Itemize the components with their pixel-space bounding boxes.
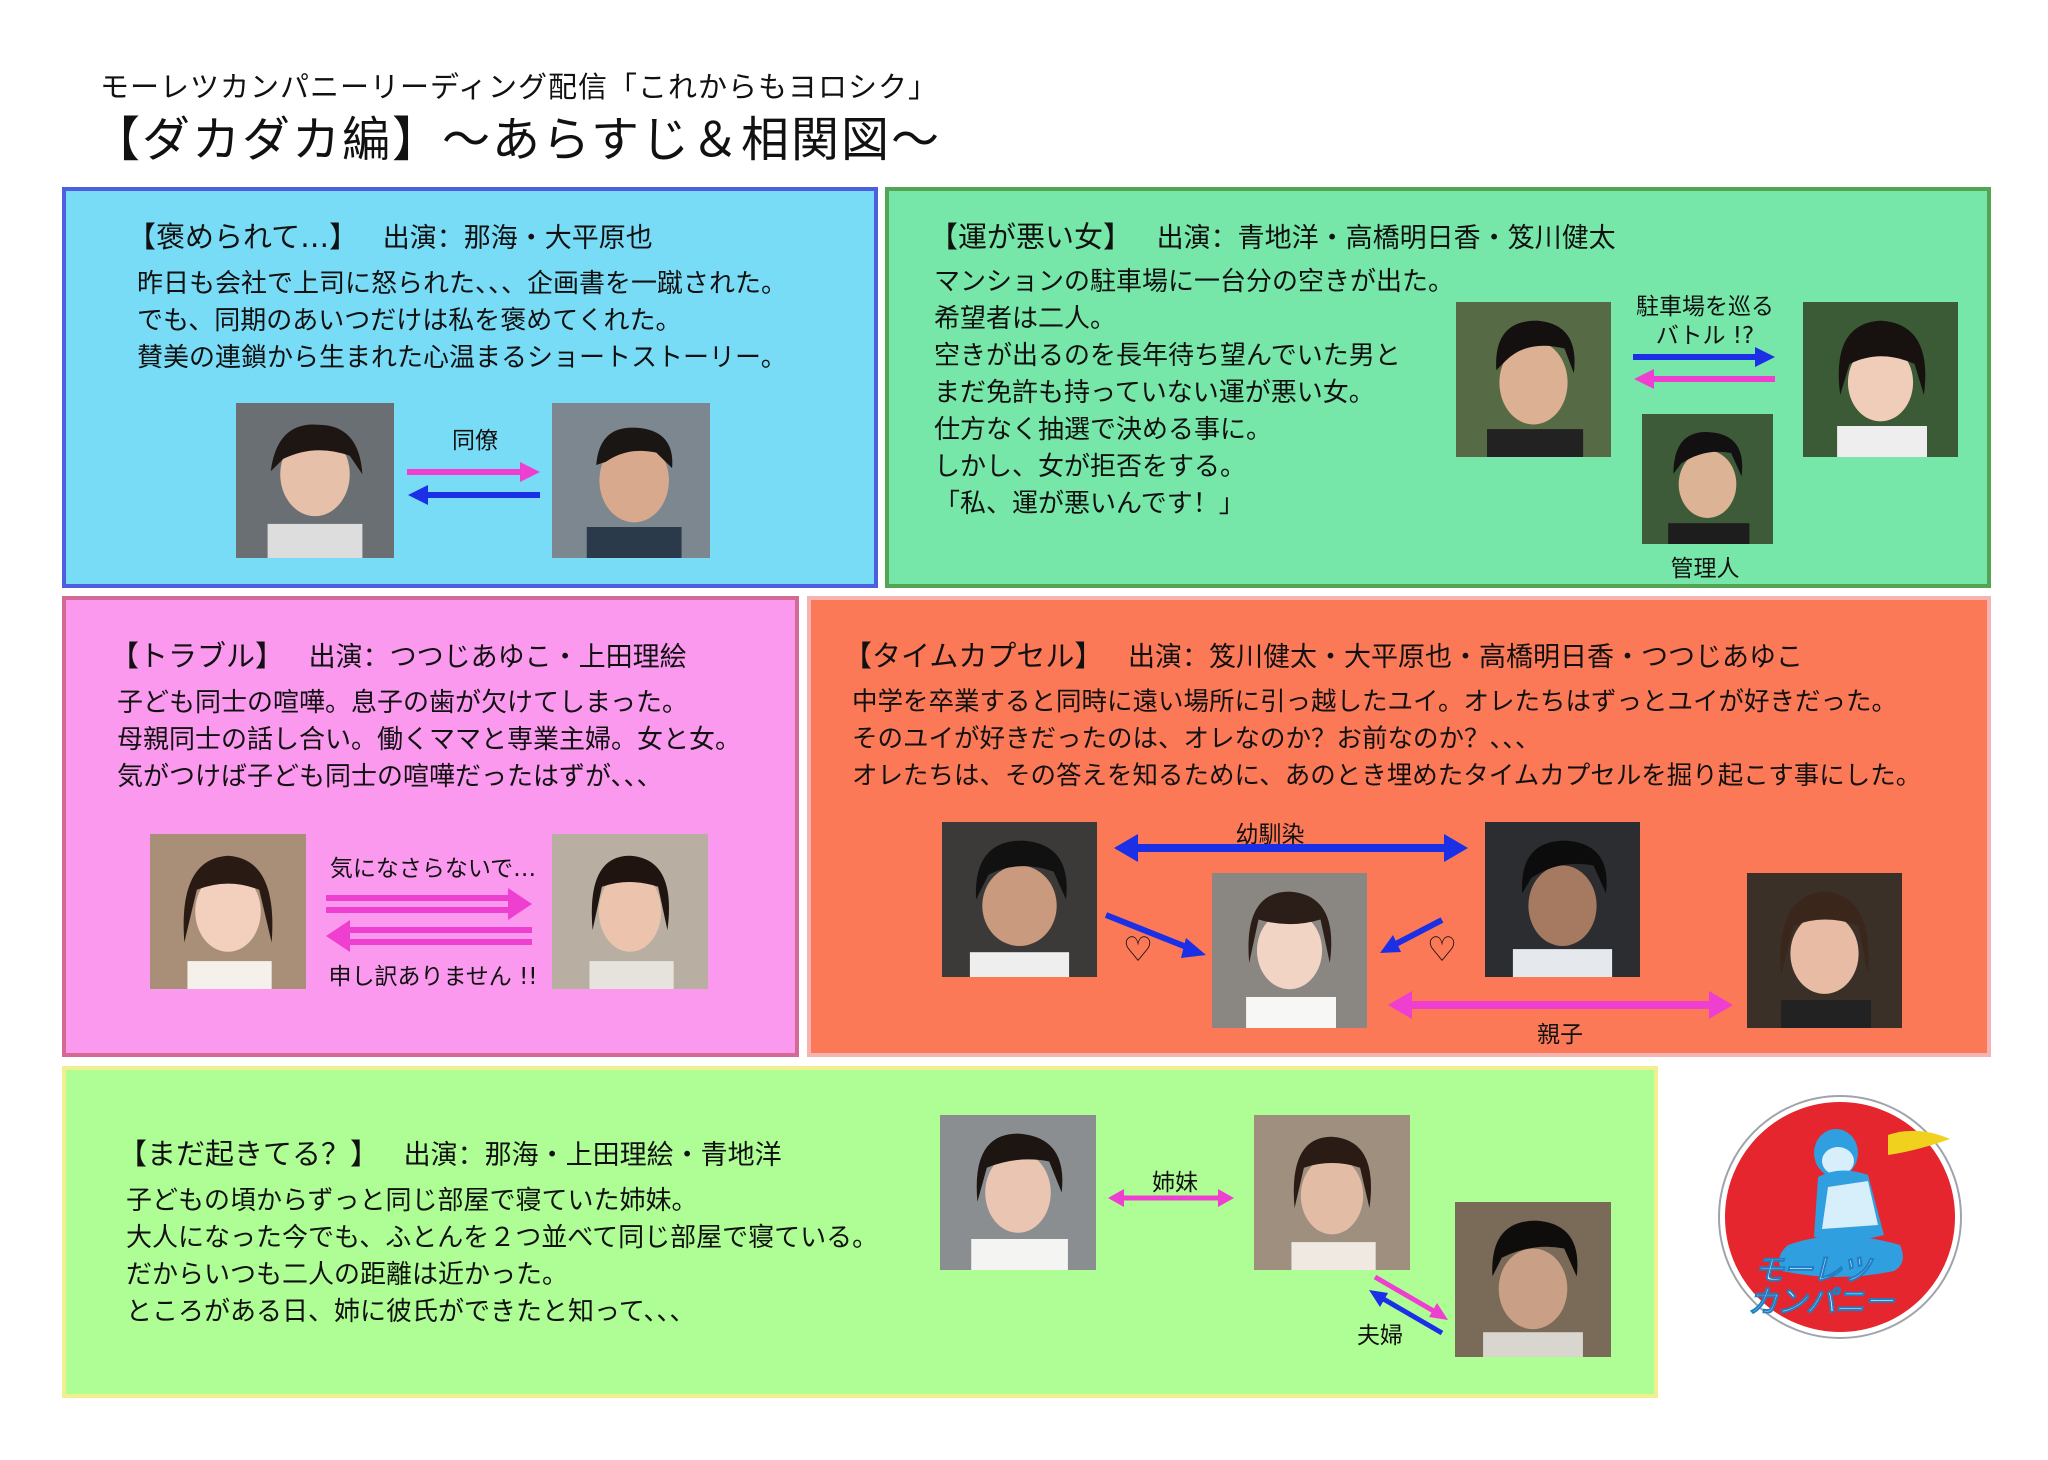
story-cast: 出演：笈川健太・大平原也・高橋明日香・つつじあゆこ <box>1128 642 1804 673</box>
logo-text: カンパニー <box>1748 1285 1895 1321</box>
synopsis-line: 大人になった今でも、ふとんを２つ並べて同じ部屋で寝ている。 <box>126 1223 879 1253</box>
synopsis-line: だからいつも二人の距離は近かった。 <box>126 1260 569 1290</box>
story-header: 【運が悪い女】 出演：青地洋・高橋明日香・笈川健太 <box>929 214 1616 256</box>
synopsis-line: 昨日も会社で上司に怒られた、、、企画書を一蹴された。 <box>137 269 788 299</box>
logo-text: モーレツ <box>1754 1253 1872 1289</box>
story-synopsis: 子ども同士の喧嘩。息子の歯が欠けてしまった。 母親同士の話し合い。働くママと専業… <box>117 685 741 796</box>
cast-photo <box>1747 873 1902 1028</box>
cast-photo <box>1212 873 1367 1028</box>
synopsis-line: そのユイが好きだったのは、オレなのか？お前なのか？、、、 <box>852 724 1541 754</box>
relation-label: 幼馴染 <box>1235 822 1305 848</box>
cast-photo <box>236 403 394 558</box>
heart-icon: ♡ <box>1122 930 1154 970</box>
relation-label: 姉妹 <box>1152 1170 1198 1196</box>
relation-label: 同僚 <box>452 428 498 454</box>
story-panel-homerarete <box>62 187 878 588</box>
synopsis-line: しかし、女が拒否をする。 <box>934 452 1247 482</box>
cast-photo <box>1485 822 1640 977</box>
synopsis-line: 「私、運が悪いんです！」 <box>934 489 1245 519</box>
cast-photo <box>1254 1115 1410 1270</box>
cast-photo <box>942 822 1097 977</box>
story-header: 【トラブル】 出演：つつじあゆこ・上田理絵 <box>110 633 687 675</box>
page-subtitle: モーレツカンパニーリーディング配信「これからもヨロシク」 <box>100 70 938 104</box>
company-logo: モーレツ カンパニー <box>1718 1095 1962 1339</box>
synopsis-line: 子どもの頃からずっと同じ部屋で寝ていた姉妹。 <box>126 1186 698 1216</box>
synopsis-line: まだ免許も持っていない運が悪い女。 <box>934 378 1375 408</box>
story-title: 【タイムカプセル】 <box>843 639 1104 673</box>
cast-photo <box>552 403 710 558</box>
relation-label: 親子 <box>1537 1022 1583 1048</box>
logo-emblem-icon <box>1718 1095 1962 1339</box>
story-header: 【タイムカプセル】 出演：笈川健太・大平原也・高橋明日香・つつじあゆこ <box>843 633 1803 675</box>
story-cast: 出演：那海・大平原也 <box>382 223 653 254</box>
synopsis-line: でも、同期のあいつだけは私を褒めてくれた。 <box>137 306 682 336</box>
relation-label: 管理人 <box>1670 556 1740 582</box>
story-synopsis: マンションの駐車場に一台分の空きが出た。 希望者は二人。 空きが出るのを長年待ち… <box>934 264 1454 523</box>
cast-photo <box>1456 302 1611 457</box>
relation-label: 夫婦 <box>1357 1323 1403 1349</box>
synopsis-line: 仕方なく抽選で決める事に。 <box>934 415 1273 445</box>
synopsis-line: 気がつけば子ども同士の喧嘩だったはずが、、、 <box>117 762 663 792</box>
story-cast: 出演：青地洋・高橋明日香・笈川健太 <box>1156 223 1616 254</box>
relation-label: バトル !? <box>1655 323 1755 349</box>
cast-photo <box>1803 302 1958 457</box>
synopsis-line: マンションの駐車場に一台分の空きが出た。 <box>934 267 1455 297</box>
heart-icon: ♡ <box>1426 930 1458 970</box>
story-title: 【まだ起きてる？】 <box>118 1137 380 1171</box>
story-title: 【トラブル】 <box>110 639 285 673</box>
cast-photo <box>940 1115 1096 1270</box>
story-header: 【褒められて…】 出演：那海・大平原也 <box>127 214 653 256</box>
cast-photo <box>552 834 708 989</box>
relation-label: 申し訳ありません !! <box>328 964 538 990</box>
relation-label: 気になさらないで… <box>329 856 537 882</box>
story-cast: 出演：那海・上田理絵・青地洋 <box>403 1140 782 1171</box>
synopsis-line: 空きが出るのを長年待ち望んでいた男と <box>934 341 1401 371</box>
cast-photo <box>150 834 306 989</box>
cast-photo <box>1642 414 1773 544</box>
story-title: 【褒められて…】 <box>127 220 359 254</box>
story-synopsis: 昨日も会社で上司に怒られた、、、企画書を一蹴された。 でも、同期のあいつだけは私… <box>137 266 787 377</box>
synopsis-line: ところがある日、姉に彼氏ができたと知って、、、 <box>126 1297 696 1327</box>
page-title: 【ダカダカ編】〜あらすじ＆相関図〜 <box>92 112 942 168</box>
story-title: 【運が悪い女】 <box>929 220 1133 254</box>
story-synopsis: 子どもの頃からずっと同じ部屋で寝ていた姉妹。 大人になった今でも、ふとんを２つ並… <box>126 1183 878 1331</box>
cast-photo <box>1455 1202 1611 1357</box>
story-synopsis: 中学を卒業すると同時に遠い場所に引っ越したユイ。オレたちはずっとユイが好きだった… <box>852 684 1921 795</box>
story-cast: 出演：つつじあゆこ・上田理絵 <box>308 642 687 673</box>
synopsis-line: 母親同士の話し合い。働くママと専業主婦。女と女。 <box>117 725 742 755</box>
synopsis-line: 中学を卒業すると同時に遠い場所に引っ越したユイ。オレたちはずっとユイが好きだった… <box>852 687 1897 717</box>
synopsis-line: 子ども同士の喧嘩。息子の歯が欠けてしまった。 <box>117 688 688 718</box>
relation-label: 駐車場を巡る <box>1636 294 1774 320</box>
synopsis-line: オレたちは、その答えを知るために、あのとき埋めたタイムカプセルを掘り起こす事にし… <box>852 761 1922 791</box>
story-header: 【まだ起きてる？】 出演：那海・上田理絵・青地洋 <box>118 1131 782 1173</box>
synopsis-line: 希望者は二人。 <box>934 304 1117 334</box>
synopsis-line: 賛美の連鎖から生まれた心温まるショートストーリー。 <box>137 343 787 373</box>
